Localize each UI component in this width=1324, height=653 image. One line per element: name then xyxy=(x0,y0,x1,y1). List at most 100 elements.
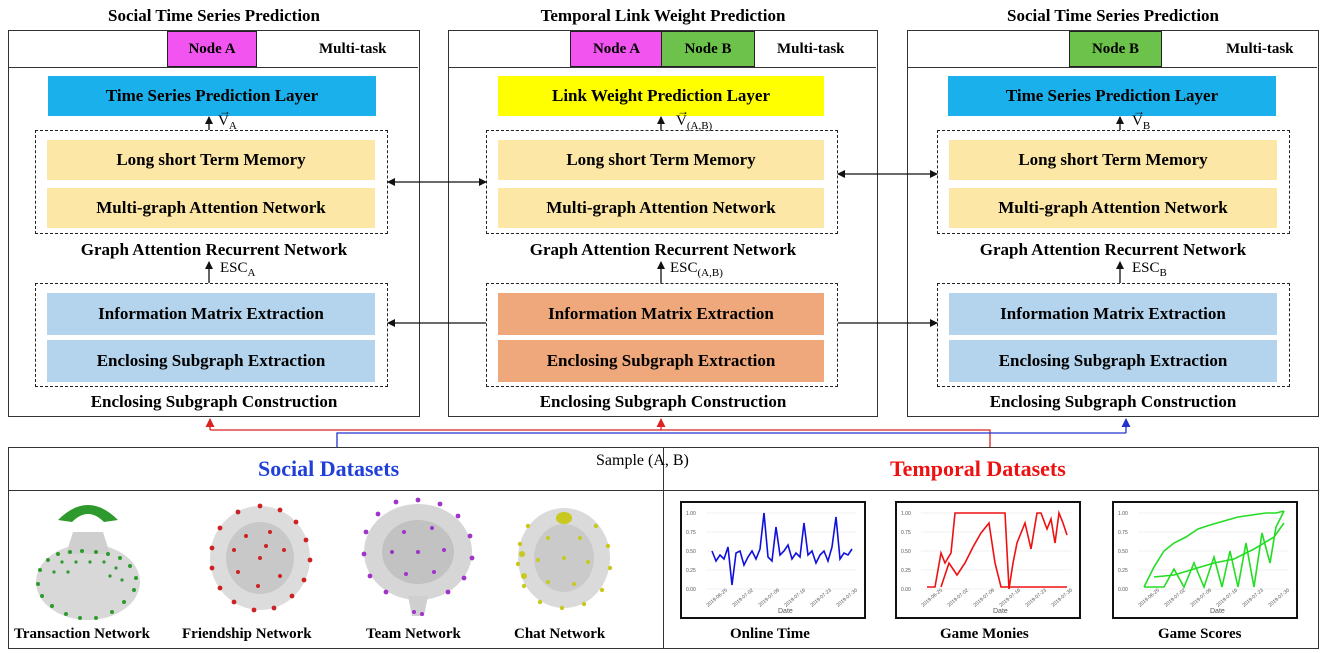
right-node-b: Node B xyxy=(1069,31,1162,67)
vector-arrow-icon: → xyxy=(677,104,689,118)
game-monies-series-line xyxy=(927,509,1068,590)
red-feed-line xyxy=(210,429,991,447)
right-esc-label: ESCB xyxy=(1132,260,1167,279)
right-panel-header xyxy=(908,31,1317,68)
middle-link-weight-prediction-layer: Link Weight Prediction Layer xyxy=(498,76,824,116)
middle-vector-label: →V(A,B) xyxy=(676,104,713,132)
left-panel-header xyxy=(9,31,418,68)
y-tick: 1.00 xyxy=(1118,511,1128,517)
right-vector-label: →VB xyxy=(1132,104,1151,132)
x-tick: 2019-07-30 xyxy=(1050,587,1074,608)
x-tick: 2019-07-02 xyxy=(1163,587,1187,608)
x-tick: 2019-07-30 xyxy=(835,587,859,608)
y-tick: 0.75 xyxy=(1118,530,1128,536)
x-tick: 2019-06-25 xyxy=(1137,587,1161,608)
left-esc-label: ESCA xyxy=(220,260,256,279)
online-time-series-line xyxy=(711,512,853,586)
team-network-graph xyxy=(361,497,475,616)
left-vector-label: →VA xyxy=(218,104,237,132)
y-tick: 0.50 xyxy=(686,549,696,555)
chart-name-game-monies: Game Monies xyxy=(940,626,1029,642)
right-panel: Node B Multi-task xyxy=(907,30,1319,417)
online-time-chart-frame: 1.00 0.75 0.50 0.25 0.00 2019-06-25 2019… xyxy=(680,501,866,619)
friendship-network-graph xyxy=(209,503,313,613)
y-tick: 0.25 xyxy=(686,568,696,574)
right-esc-box xyxy=(937,283,1290,387)
x-tick: 2019-07-09 xyxy=(757,587,781,608)
middle-enclosing-subgraph-extraction: Enclosing Subgraph Extraction xyxy=(498,340,824,382)
transaction-network-graph xyxy=(36,505,140,620)
y-tick: 0.00 xyxy=(901,587,911,593)
y-tick: 0.00 xyxy=(1118,587,1128,593)
middle-panel-header xyxy=(449,31,876,68)
y-tick: 0.50 xyxy=(901,549,911,555)
left-esc-caption: Enclosing Subgraph Construction xyxy=(90,392,338,411)
chart-name-online-time: Online Time xyxy=(730,626,810,642)
chart-name-game-scores: Game Scores xyxy=(1158,626,1242,642)
middle-panel: Node A Node B Multi-task xyxy=(448,30,878,417)
x-tick: 2019-07-16 xyxy=(783,587,807,608)
temporal-datasets-title: Temporal Datasets xyxy=(890,456,1066,481)
y-tick: 0.25 xyxy=(901,568,911,574)
x-axis-label: Date xyxy=(1210,608,1225,615)
middle-multitask-label: Multi-task xyxy=(777,41,845,57)
game-scores-chart-frame: 1.00 0.75 0.50 0.25 0.00 2019-06-25 2019… xyxy=(1112,501,1298,619)
game-scores-series-line xyxy=(1153,522,1285,578)
x-tick: 2019-07-09 xyxy=(972,587,996,608)
chat-network-graph xyxy=(515,508,613,611)
y-tick: 0.50 xyxy=(1118,549,1128,555)
middle-node-a: Node A xyxy=(570,31,663,67)
middle-mgan-layer: Multi-graph Attention Network xyxy=(498,188,824,228)
y-tick: 0.25 xyxy=(1118,568,1128,574)
network-name-transaction: Transaction Network xyxy=(14,626,150,642)
right-panel-title: Social Time Series Prediction xyxy=(1006,6,1219,25)
x-tick: 2019-07-30 xyxy=(1267,587,1291,608)
right-multitask-label: Multi-task xyxy=(1226,41,1294,57)
game-scores-series-line xyxy=(1144,510,1285,590)
x-tick: 2019-07-02 xyxy=(731,587,755,608)
x-tick: 2019-06-25 xyxy=(705,587,729,608)
left-enclosing-subgraph-extraction: Enclosing Subgraph Extraction xyxy=(47,340,375,382)
x-tick: 2019-07-02 xyxy=(946,587,970,608)
y-tick: 1.00 xyxy=(901,511,911,517)
game-monies-chart-frame: 1.00 0.75 0.50 0.25 0.00 2019-06-25 2019… xyxy=(895,501,1081,619)
left-garn-caption: Graph Attention Recurrent Network xyxy=(80,240,348,259)
left-lstm-layer: Long short Term Memory xyxy=(47,140,375,180)
x-tick: 2019-06-25 xyxy=(920,587,944,608)
network-name-team: Team Network xyxy=(366,626,461,642)
middle-node-b: Node B xyxy=(661,31,755,67)
right-mgan-layer: Multi-graph Attention Network xyxy=(949,188,1277,228)
x-tick: 2019-07-09 xyxy=(1189,587,1213,608)
x-tick: 2019-07-23 xyxy=(809,587,833,608)
x-tick: 2019-07-23 xyxy=(1024,587,1048,608)
right-information-matrix-extraction: Information Matrix Extraction xyxy=(949,293,1277,335)
network-name-friendship: Friendship Network xyxy=(182,626,312,642)
middle-garn-caption: Graph Attention Recurrent Network xyxy=(529,240,797,259)
y-tick: 0.00 xyxy=(686,587,696,593)
right-garn-caption: Graph Attention Recurrent Network xyxy=(979,240,1247,259)
left-panel-title: Social Time Series Prediction xyxy=(107,6,320,25)
sample-label: Sample (A, B) xyxy=(596,452,689,469)
left-node-a: Node A xyxy=(167,31,257,67)
left-time-series-prediction-layer: Time Series Prediction Layer xyxy=(48,76,376,116)
right-enclosing-subgraph-extraction: Enclosing Subgraph Extraction xyxy=(949,340,1277,382)
x-tick: 2019-07-16 xyxy=(998,587,1022,608)
y-tick: 0.75 xyxy=(901,530,911,536)
x-axis-label: Date xyxy=(778,608,793,615)
game-scores-series-line xyxy=(1143,510,1285,588)
social-datasets-title: Social Datasets xyxy=(258,456,400,481)
datasets-vertical-divider xyxy=(663,447,664,649)
right-lstm-layer: Long short Term Memory xyxy=(949,140,1277,180)
left-esc-box xyxy=(35,283,388,387)
network-name-chat: Chat Network xyxy=(514,626,606,642)
vector-arrow-icon: → xyxy=(1133,104,1145,118)
game-scores-chart: 1.00 0.75 0.50 0.25 0.00 2019-06-25 2019… xyxy=(1118,510,1291,615)
game-monies-chart: 1.00 0.75 0.50 0.25 0.00 2019-06-25 2019… xyxy=(901,509,1074,615)
y-tick: 0.75 xyxy=(686,530,696,536)
left-multitask-label: Multi-task xyxy=(319,41,387,57)
right-esc-caption: Enclosing Subgraph Construction xyxy=(989,392,1237,411)
online-time-chart: 1.00 0.75 0.50 0.25 0.00 2019-06-25 2019… xyxy=(686,511,859,615)
x-tick: 2019-07-23 xyxy=(1241,587,1265,608)
middle-panel-title: Temporal Link Weight Prediction xyxy=(540,6,786,25)
blue-feed-line xyxy=(336,432,1126,447)
